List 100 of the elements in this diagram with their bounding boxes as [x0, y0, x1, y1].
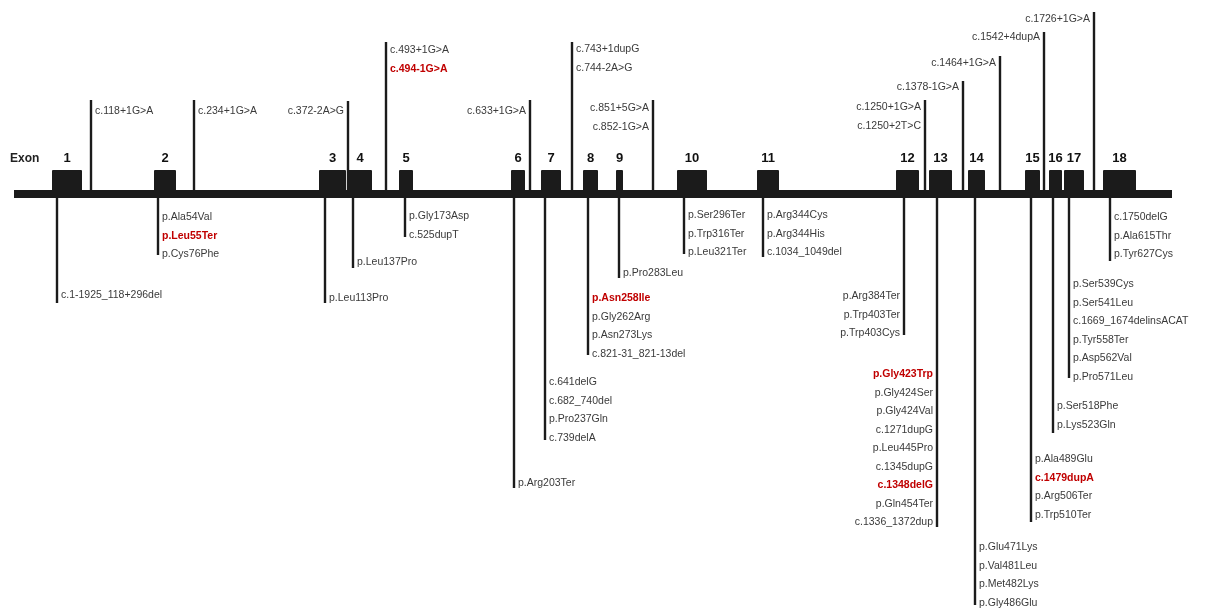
exon-number: 9: [615, 150, 624, 166]
variant-label: p.Ser541Leu: [1073, 294, 1134, 310]
variant-label: p.Trp510Ter: [1035, 506, 1092, 522]
leader-line: [351, 198, 355, 268]
variant-label: p.Asp562Val: [1073, 350, 1132, 365]
exon-number: 17: [1066, 150, 1082, 166]
variant-label: p.Leu321Ter: [688, 244, 747, 259]
exon-number: 12: [900, 150, 915, 166]
variant-label: c.1542+4dupA: [971, 29, 1040, 44]
variant-label: p.Pro283Leu: [623, 265, 684, 280]
variant-label: c.682_740del: [549, 392, 613, 408]
leader-line: [998, 56, 1002, 190]
variant-label: p.Ala615Thr: [1114, 227, 1172, 243]
leader-line: [570, 42, 574, 190]
variant-label: c.1750delG: [1114, 209, 1168, 224]
leader-line: [651, 100, 655, 190]
leader-line: [961, 81, 965, 190]
variant-label: c.1348delG: [877, 477, 933, 492]
exon-number: 7: [547, 150, 555, 166]
exon-number: 2: [161, 150, 169, 166]
variant-label: c.1250+2T>C: [857, 117, 921, 133]
variant-label: p.Ser539Cys: [1073, 276, 1134, 291]
leader-line: [935, 198, 939, 527]
variant-label: p.Met482Lys: [979, 576, 1039, 591]
variant-label: p.Arg344His: [767, 225, 825, 241]
variant-label: p.Ala54Val: [162, 209, 212, 224]
variant-label: c.641delG: [549, 374, 597, 389]
variant-label: c.494-1G>A: [390, 60, 448, 76]
variant-label: p.Cys76Phe: [162, 246, 220, 261]
variant-label: p.Leu113Pro: [329, 290, 389, 305]
variant-label: c.1250+1G>A: [856, 99, 921, 114]
variant-label: p.Leu55Ter: [162, 227, 218, 243]
exon-number: 10: [684, 150, 700, 166]
variant-label: c.1336_1372dup: [854, 514, 933, 529]
variant-label: c.1-1925_118+296del: [61, 287, 163, 302]
variant-label: c.821-31_821-13del: [592, 345, 686, 361]
variant-label: p.Val481Leu: [979, 557, 1038, 573]
leader-line: [384, 42, 388, 190]
variant-label: p.Tyr627Cys: [1114, 246, 1173, 261]
variant-label: p.Asn273Lys: [592, 327, 653, 342]
leader-line: [1067, 198, 1071, 378]
variant-label: p.Gly423Trp: [872, 366, 933, 381]
exon-number: 6: [514, 150, 522, 166]
variant-label: p.Arg384Ter: [842, 288, 900, 303]
leader-line: [323, 198, 327, 303]
leader-line: [617, 198, 621, 278]
leader-line: [973, 198, 977, 605]
variant-label: p.Arg506Ter: [1035, 488, 1093, 503]
leader-line: [586, 198, 590, 355]
exon-number: 8: [586, 150, 595, 166]
variant-label: c.525dupT: [409, 226, 459, 242]
exon-number: 13: [933, 150, 948, 166]
variant-label: p.Gly262Arg: [592, 308, 651, 324]
leader-line: [512, 198, 516, 488]
leader-line: [1029, 198, 1033, 522]
exon-number: 14: [969, 150, 984, 166]
variant-label: p.Gln454Ter: [875, 495, 933, 511]
leader-line: [403, 198, 407, 237]
variant-label: p.Trp403Cys: [840, 325, 900, 340]
variant-label: c.744-2A>G: [576, 59, 633, 75]
variant-label: c.118+1G>A: [95, 103, 154, 118]
variant-label: c.1345dupG: [875, 458, 933, 474]
variant-label: p.Pro571Leu: [1073, 368, 1134, 384]
leader-line: [902, 198, 906, 335]
variant-label: p.Arg203Ter: [518, 475, 576, 490]
variant-label: c.372-2A>G: [287, 103, 344, 118]
variant-label: p.Arg344Cys: [767, 207, 828, 222]
variant-label: p.Trp403Ter: [843, 306, 900, 322]
variant-label: c.852-1G>A: [592, 118, 649, 134]
variant-label: p.Leu137Pro: [357, 254, 418, 269]
leader-line: [682, 198, 686, 254]
leader-line: [89, 100, 93, 190]
variant-label: c.1464+1G>A: [931, 55, 996, 70]
exon-number: 1: [63, 150, 71, 166]
exon-number: 18: [1112, 150, 1127, 166]
variant-label: p.Trp316Ter: [688, 225, 745, 241]
exon-number: 11: [761, 150, 775, 166]
variant-label: p.Ser296Ter: [688, 207, 746, 222]
variant-label: p.Ser518Phe: [1057, 398, 1119, 413]
variant-label: c.493+1G>A: [390, 42, 449, 57]
exon-number: 4: [356, 150, 364, 166]
exon-number: 15: [1025, 150, 1040, 166]
variant-label: p.Gly173Asp: [409, 208, 470, 223]
variant-label: p.Glu471Lys: [979, 539, 1038, 554]
variant-label: c.851+5G>A: [590, 100, 649, 115]
variant-label: c.234+1G>A: [198, 103, 257, 118]
leader-line: [761, 198, 765, 257]
variant-label: p.Gly486Glu: [979, 594, 1038, 610]
exon-number: 16: [1048, 150, 1063, 166]
variant-label: c.1271dupG: [875, 421, 933, 437]
exon-number: 5: [402, 150, 410, 166]
variant-label: p.Tyr558Ter: [1073, 331, 1129, 347]
variant-label: p.Ala489Glu: [1035, 451, 1093, 466]
leader-line: [1092, 12, 1096, 190]
variant-label: c.1034_1049del: [767, 244, 842, 259]
variant-label: c.1479dupA: [1035, 469, 1094, 485]
exon-number: 3: [328, 150, 337, 166]
axis-label: Exon: [10, 151, 40, 165]
leader-line: [528, 100, 532, 190]
variant-label: c.743+1dupG: [576, 41, 640, 56]
